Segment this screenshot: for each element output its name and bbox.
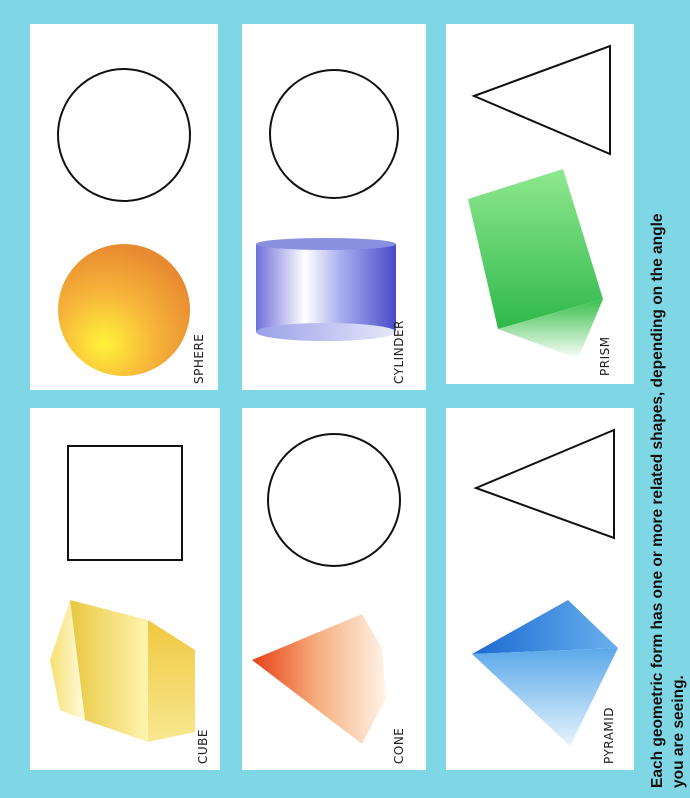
cube-illustration [30, 408, 220, 770]
cone-solid [252, 614, 386, 744]
cube-label: CUBE [196, 729, 210, 764]
cylinder-card: CYLINDER [242, 24, 426, 390]
caption-line-1: Each geometric form has one or more rela… [647, 214, 668, 789]
cylinder-body [256, 244, 396, 332]
sphere-solid [58, 244, 190, 376]
cone-label: CONE [392, 728, 406, 764]
circle-outline [270, 70, 398, 198]
cylinder-label: CYLINDER [392, 320, 406, 384]
square-outline [68, 446, 182, 560]
pyramid-face-a [472, 600, 618, 654]
cylinder-end [256, 323, 396, 341]
sphere-illustration [30, 24, 218, 390]
circle-outline [58, 69, 190, 201]
pyramid-card: PYRAMID [446, 408, 634, 770]
circle-outline [268, 434, 400, 566]
sphere-label: SPHERE [192, 334, 206, 384]
triangle-outline [476, 430, 614, 538]
caption-line-2: you are seeing. [668, 214, 689, 789]
triangle-outline [474, 46, 610, 154]
cone-illustration [242, 408, 426, 770]
sphere-card: SPHERE [30, 24, 218, 390]
cylinder-top [256, 238, 396, 250]
cube-face-a [70, 600, 148, 742]
cube-face-c [148, 620, 195, 742]
pyramid-face-b [472, 648, 618, 746]
cube-card: CUBE [30, 408, 220, 770]
pyramid-label: PYRAMID [602, 707, 616, 764]
prism-label: PRISM [598, 336, 612, 376]
cone-card: CONE [242, 408, 426, 770]
figure-caption: Each geometric form has one or more rela… [647, 214, 689, 789]
prism-illustration [446, 24, 634, 384]
prism-card: PRISM [446, 24, 634, 384]
